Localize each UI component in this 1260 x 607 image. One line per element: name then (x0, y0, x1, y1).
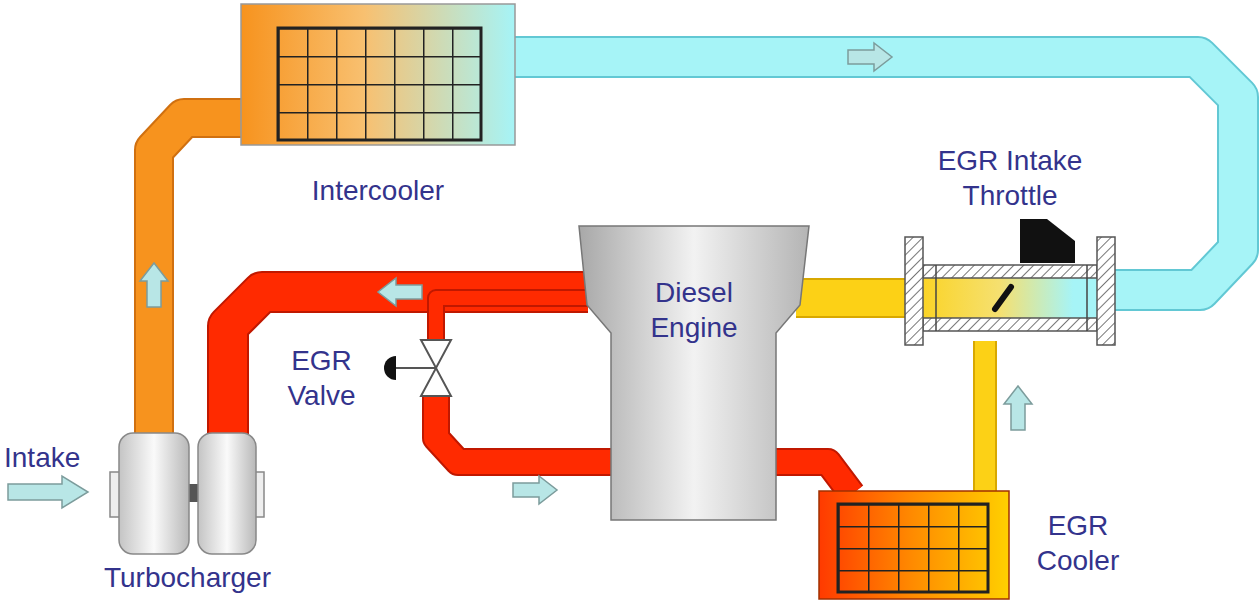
pipe-outline (436, 298, 588, 341)
figure-part (818, 490, 1010, 600)
butterfly-plate (995, 287, 1011, 309)
pipe-outline (228, 292, 588, 436)
component: Turbocharger (110, 432, 265, 557)
throttle-wall (923, 265, 1097, 278)
valve-body (421, 368, 451, 396)
engine-block (579, 226, 809, 520)
throttle-seam (1086, 265, 1088, 331)
flow-arrow (848, 43, 892, 71)
intake-arrow (8, 476, 88, 508)
intercooler-core (278, 28, 481, 140)
throttle-seam (935, 265, 937, 331)
flow-arrow (140, 263, 168, 307)
valve-stem (396, 367, 436, 369)
component: Diesel Engine (578, 225, 810, 522)
flow-arrow (1004, 386, 1032, 430)
flow-arrow (378, 278, 422, 306)
pipe (796, 280, 909, 316)
pipe (796, 298, 909, 299)
flow-arrow (8, 476, 88, 508)
component-label: EGR Valve (274, 343, 369, 413)
component: EGR Intake Throttle (905, 215, 1115, 345)
pipe (985, 341, 1032, 494)
component: EGR Valve (416, 338, 456, 398)
intercooler-body (241, 4, 515, 145)
valve-handle (384, 356, 396, 380)
figure-part (240, 3, 516, 146)
pipe-outline (796, 278, 909, 318)
component: Intercooler (240, 3, 516, 146)
figure-part (110, 432, 265, 557)
pipe (228, 278, 588, 436)
flow-arrow (513, 476, 557, 504)
compressor-housing (119, 433, 189, 554)
cooler-body (819, 491, 1009, 599)
throttle-flange (905, 237, 923, 345)
component: EGR Cooler (818, 490, 1010, 600)
flow-label: Intake (4, 440, 80, 475)
throttle-wall (923, 318, 1097, 331)
figure-part (578, 225, 810, 522)
cooler-core (838, 504, 988, 592)
figure-part (416, 338, 456, 398)
component-label: EGR Intake Throttle (895, 143, 1125, 213)
valve-body (421, 340, 451, 368)
component-label: EGR Cooler (1018, 508, 1138, 578)
pipe-outline (973, 341, 997, 494)
figure-part (905, 215, 1115, 345)
pipe (975, 341, 995, 494)
pipe (436, 298, 588, 341)
turbine-housing (198, 433, 256, 554)
pipe (228, 292, 588, 436)
throttle-actuator (1020, 219, 1075, 263)
component-label: Intercooler (240, 173, 516, 208)
component-label: Diesel Engine (608, 275, 780, 345)
pipe (436, 298, 588, 341)
component-label: Turbocharger (70, 560, 305, 595)
throttle-flange (1097, 237, 1115, 345)
